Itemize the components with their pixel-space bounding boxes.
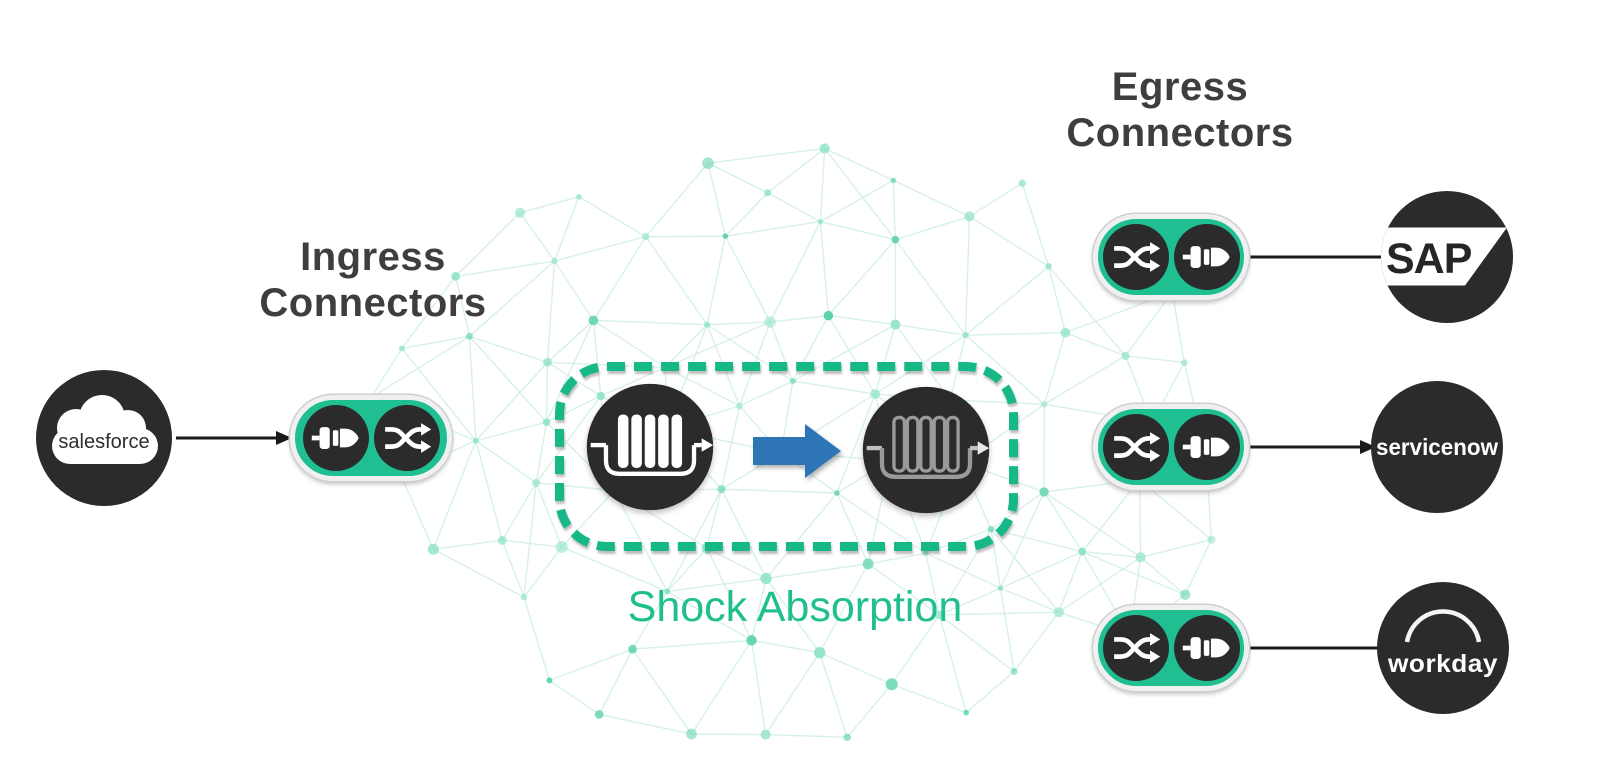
right-arrow-icon	[753, 424, 841, 478]
workday-logo-text: workday	[1387, 650, 1498, 678]
queue-bars	[617, 414, 683, 469]
egress-plug-disc	[1173, 414, 1240, 480]
shock-absorption-label: Shock Absorption	[627, 583, 963, 631]
workday-node: workday	[1377, 582, 1509, 714]
ingress-heading-line2: Connectors	[259, 281, 487, 325]
cloud-icon	[52, 395, 158, 464]
egress-shuffle-disc	[1102, 615, 1169, 681]
ingress-connector-pill	[290, 395, 452, 481]
shuffle-icon	[1113, 242, 1160, 272]
servicenow-node: servicenow	[1371, 381, 1503, 513]
servicenow-logo-text: servicenow	[1376, 434, 1499, 460]
arrowhead-icon	[1360, 440, 1376, 454]
servicenow-circle	[1371, 381, 1503, 513]
egress-heading-line1: Egress	[1111, 65, 1249, 109]
plug-icon	[1182, 637, 1230, 659]
egress-plug-disc	[1173, 615, 1240, 681]
sap-node: SAP	[1381, 191, 1513, 323]
shuffle-icon	[1113, 432, 1160, 462]
ingress-heading-line1: Ingress	[300, 235, 446, 279]
queue-empty-icon	[862, 386, 990, 514]
egress-connector-pill-servicenow	[1093, 404, 1249, 490]
plug-icon	[1182, 436, 1230, 458]
queue-bars-empty	[892, 415, 960, 473]
ingress-connectors-heading: Ingress Connectors	[213, 234, 533, 326]
shock-absorption-box	[555, 362, 1018, 551]
arrowhead-icon	[276, 431, 292, 445]
egress-heading-line2: Connectors	[1066, 111, 1294, 155]
workday-circle	[1377, 582, 1509, 714]
shuffle-icon	[384, 423, 431, 453]
ingress-plug-disc	[302, 405, 369, 471]
plug-icon	[1182, 246, 1230, 268]
egress-connector-pill-workday	[1093, 605, 1249, 691]
plug-icon	[311, 427, 359, 449]
arc-icon	[1404, 609, 1482, 643]
egress-connectors-heading: Egress Connectors	[1020, 64, 1340, 156]
sap-diagonal	[1465, 227, 1513, 286]
egress-shuffle-disc	[1102, 224, 1169, 290]
salesforce-logo-text: salesforce	[58, 431, 149, 453]
egress-plug-disc	[1173, 224, 1240, 290]
queue-full-icon	[586, 383, 714, 511]
queue-tray	[879, 448, 973, 479]
egress-shuffle-disc	[1102, 414, 1169, 480]
arrowhead-icon	[701, 438, 714, 452]
sap-logo-text: SAP	[1386, 235, 1472, 283]
shuffle-icon	[1113, 633, 1160, 663]
salesforce-node: salesforce	[36, 370, 172, 506]
queue-tray	[603, 445, 697, 476]
egress-connector-pill-sap	[1093, 214, 1249, 300]
ingress-shuffle-disc	[373, 405, 440, 471]
arrowhead-icon	[977, 441, 990, 455]
